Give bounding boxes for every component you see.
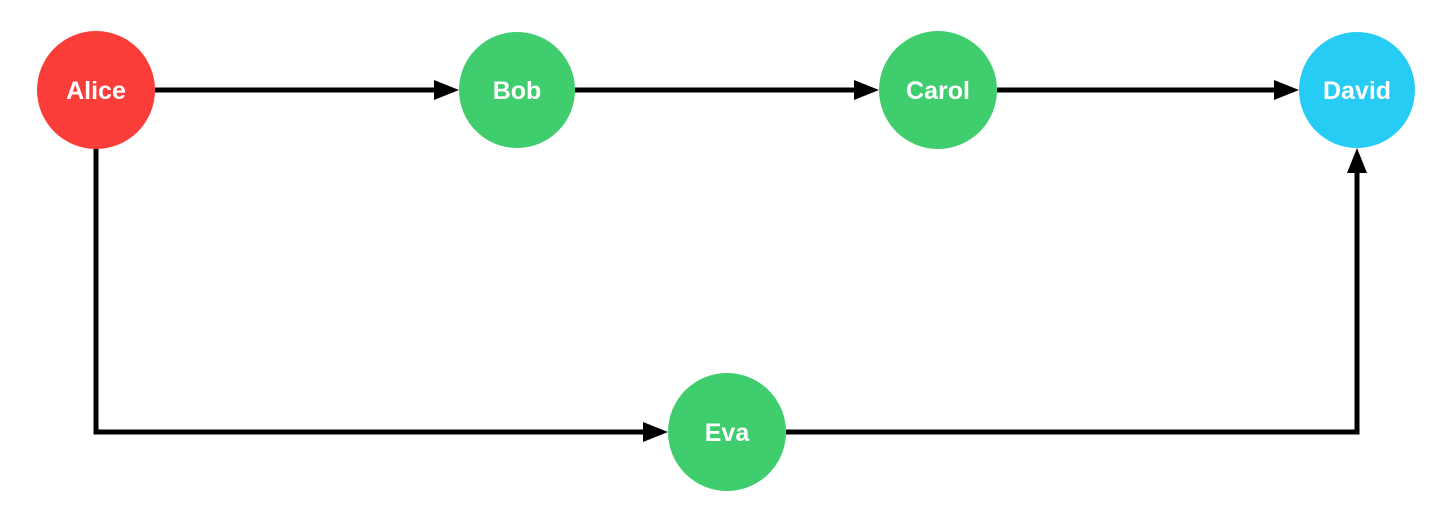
node-circle-david [1299, 32, 1415, 148]
node-circle-eva [668, 373, 786, 491]
edge-alice-bob [155, 80, 459, 100]
node-carol: Carol [879, 31, 997, 149]
edge-eva-david [786, 148, 1367, 435]
arrowhead-icon [854, 80, 879, 100]
arrowhead-icon [434, 80, 459, 100]
node-david: David [1299, 32, 1415, 148]
edge-line-eva-david [786, 173, 1360, 435]
edge-bob-carol [575, 80, 879, 100]
edge-carol-david [997, 80, 1299, 100]
arrowhead-icon [643, 422, 668, 442]
node-circle-carol [879, 31, 997, 149]
node-alice: Alice [37, 31, 155, 149]
node-circle-alice [37, 31, 155, 149]
edge-line-alice-eva [93, 149, 643, 435]
arrowhead-icon [1347, 148, 1367, 173]
edge-alice-eva [93, 149, 668, 442]
node-bob: Bob [459, 32, 575, 148]
arrowhead-icon [1274, 80, 1299, 100]
node-circle-bob [459, 32, 575, 148]
node-eva: Eva [668, 373, 786, 491]
